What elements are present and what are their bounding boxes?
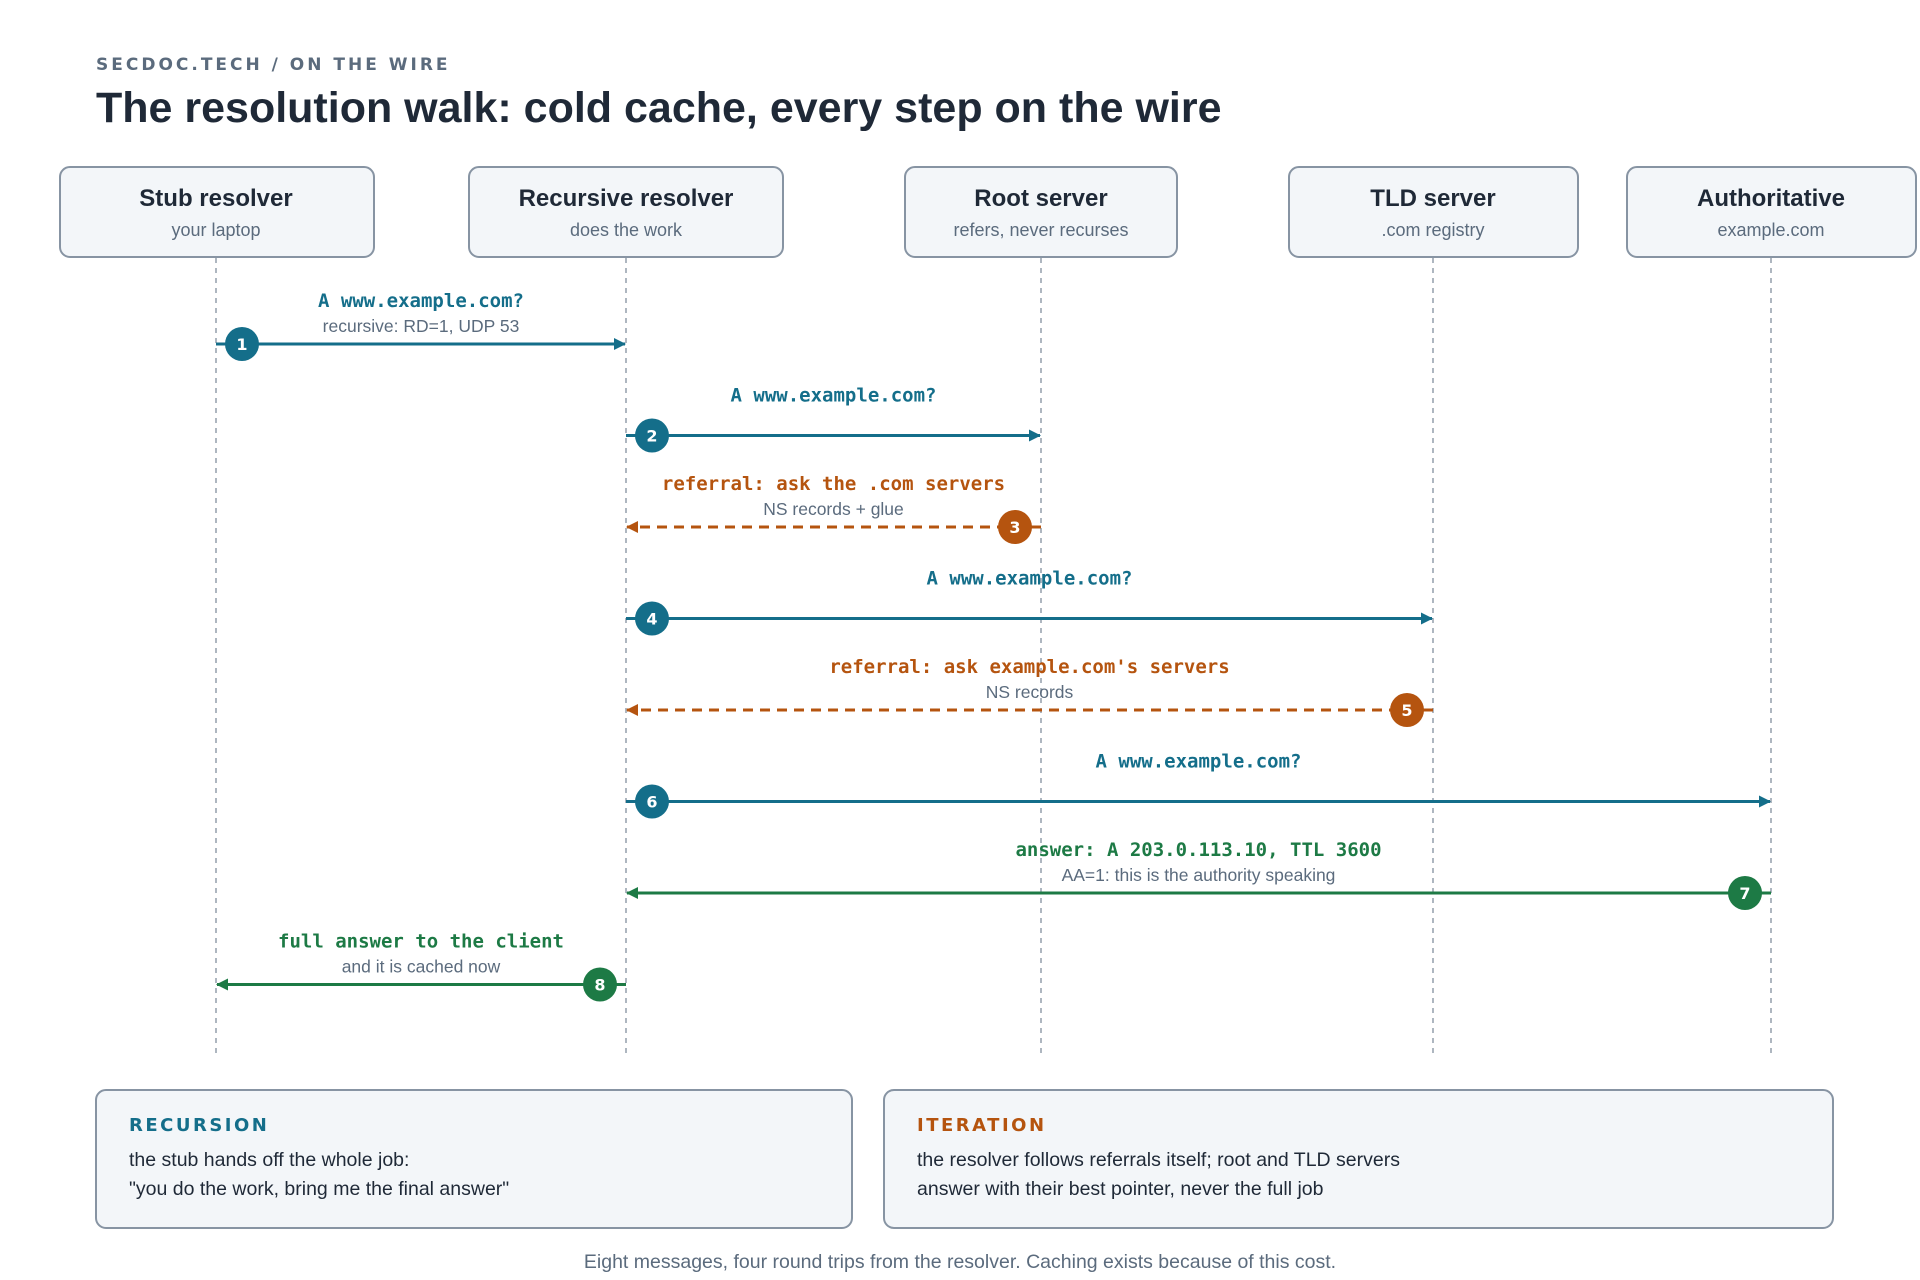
participant-title: Stub resolver [139, 185, 292, 212]
note-heading: ITERATION [917, 1115, 1047, 1136]
step-number: 3 [1009, 518, 1020, 537]
step-badge: 1 [225, 327, 259, 361]
note-box [883, 1089, 1834, 1229]
note-line: the resolver follows referrals itself; r… [917, 1149, 1400, 1171]
participant-box [59, 166, 375, 258]
message-label: A www.example.com? [731, 385, 937, 407]
message-label: referral: ask example.com's servers [829, 656, 1229, 678]
step-number: 5 [1401, 701, 1412, 720]
message-4: A www.example.com? 4 [626, 568, 1433, 636]
step-badge: 6 [635, 784, 669, 819]
step-badge: 7 [1728, 876, 1762, 910]
message-8: full answer to the client and it is cache… [216, 931, 626, 1002]
note-line: "you do the work, bring me the final ans… [129, 1178, 509, 1200]
message-label: answer: A 203.0.113.10, TTL 3600 [1015, 839, 1381, 861]
participant-title: Recursive resolver [519, 185, 734, 212]
step-number: 7 [1739, 884, 1750, 903]
message-1: A www.example.com? recursive: RD=1, UDP 5… [216, 290, 626, 361]
participant-recursive: Recursive resolver does the work [468, 166, 784, 258]
participant-box [1288, 166, 1579, 258]
message-6: A www.example.com? 6 [626, 751, 1771, 819]
message-sublabel: NS records [986, 682, 1074, 702]
participant-subtitle: example.com [1717, 220, 1824, 240]
participant-title: Root server [974, 185, 1107, 212]
participant-title: TLD server [1370, 185, 1495, 212]
note-box [95, 1089, 853, 1229]
note-recursion: RECURSION the stub hands off the whole jo… [95, 1089, 853, 1229]
note-line: the stub hands off the whole job: [129, 1149, 409, 1171]
participant-subtitle: refers, never recurses [953, 220, 1128, 240]
step-number: 4 [646, 610, 657, 629]
participant-box [904, 166, 1178, 258]
note-line: answer with their best pointer, never th… [917, 1178, 1324, 1200]
message-sublabel: AA=1: this is the authority speaking [1062, 865, 1336, 885]
participant-tld: TLD server .com registry [1288, 166, 1579, 258]
step-badge: 4 [635, 601, 669, 636]
step-number: 6 [646, 793, 657, 812]
participant-root: Root server refers, never recurses [904, 166, 1178, 258]
step-number: 8 [594, 976, 605, 995]
participant-stub: Stub resolver your laptop [59, 166, 375, 258]
step-number: 2 [646, 427, 657, 446]
message-sublabel: recursive: RD=1, UDP 53 [323, 316, 520, 336]
note-iteration: ITERATION the resolver follows referrals … [883, 1089, 1834, 1229]
message-3: referral: ask the .com servers NS records… [626, 473, 1041, 544]
step-badge: 8 [583, 967, 617, 1002]
participant-subtitle: your laptop [171, 220, 260, 240]
message-5: referral: ask example.com's servers NS re… [626, 656, 1433, 727]
participant-auth: Authoritative example.com [1626, 166, 1917, 258]
message-sublabel: NS records + glue [763, 499, 904, 519]
footer-caption: Eight messages, four round trips from th… [584, 1251, 1336, 1273]
message-label: full answer to the client [278, 931, 564, 953]
header-kicker: SECDOC.TECH / ON THE WIRE [96, 55, 451, 75]
message-label: referral: ask the .com servers [662, 473, 1005, 495]
step-badge: 5 [1390, 693, 1424, 727]
step-badge: 3 [998, 510, 1032, 544]
message-label: A www.example.com? [927, 568, 1133, 590]
participant-title: Authoritative [1697, 185, 1845, 212]
message-label: A www.example.com? [1096, 751, 1302, 773]
participant-subtitle: does the work [570, 220, 683, 240]
step-number: 1 [236, 335, 247, 354]
message-sublabel: and it is cached now [342, 957, 501, 977]
participant-box [468, 166, 784, 258]
step-badge: 2 [635, 418, 669, 453]
message-label: A www.example.com? [318, 290, 524, 312]
participant-box [1626, 166, 1917, 258]
page-title: The resolution walk: cold cache, every s… [96, 84, 1222, 132]
participant-subtitle: .com registry [1381, 220, 1484, 240]
message-2: A www.example.com? 2 [626, 385, 1041, 453]
note-heading: RECURSION [129, 1115, 269, 1136]
